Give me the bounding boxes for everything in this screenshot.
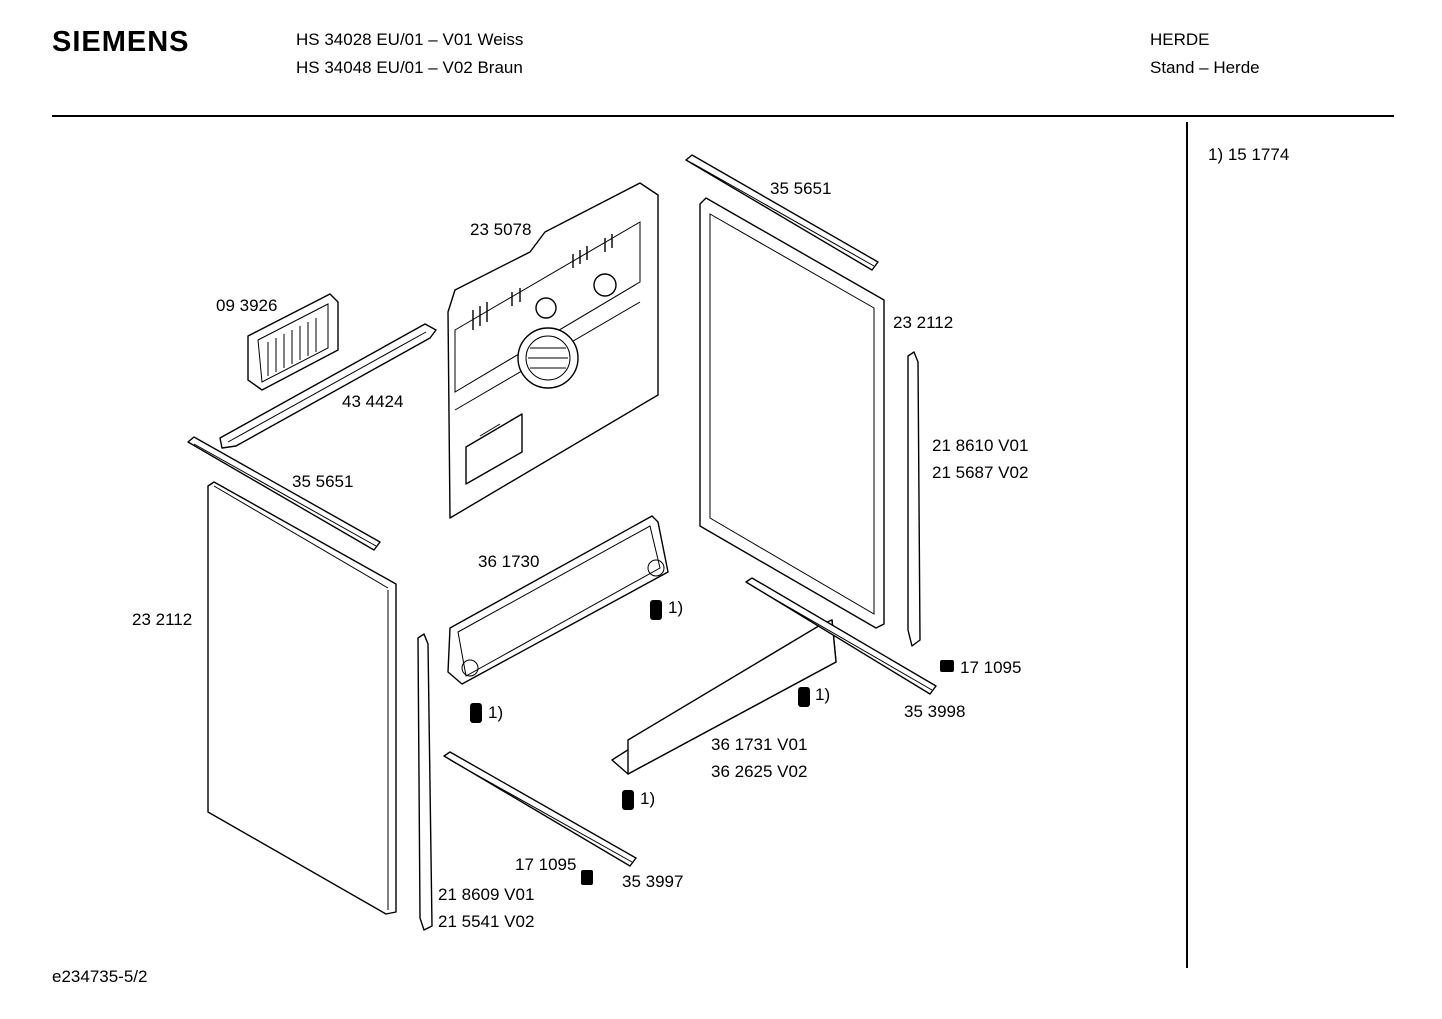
label-grille: 09 3926	[216, 296, 278, 315]
footnote: 1) 15 1774	[1208, 145, 1290, 164]
foot-screw-1	[650, 600, 662, 620]
label-base-rail-right: 35 3998	[904, 702, 966, 721]
drawing-number: e234735-5/2	[52, 967, 148, 986]
side-panel-right-part	[699, 197, 885, 629]
top-rail-right-part	[685, 154, 879, 271]
label-rear-base: 36 1730	[478, 552, 540, 571]
rear-wall-part	[447, 182, 659, 519]
label-trim-right-v01: 21 8610 V01	[932, 436, 1029, 455]
model-line-1: HS 34028 EU/01 – V01 Weiss	[296, 30, 524, 49]
clip-right-part	[940, 660, 954, 672]
label-front-base-v01: 36 1731 V01	[711, 735, 808, 754]
label-top-rail-left: 35 5651	[292, 472, 354, 491]
base-rail-left-part	[443, 751, 637, 867]
foot-screw-2	[470, 703, 482, 723]
foot-screw-4	[622, 790, 634, 810]
label-clip-left: 17 1095	[515, 855, 577, 874]
label-rear-wall: 23 5078	[470, 220, 532, 239]
foot-screw-3	[798, 687, 810, 707]
header-divider	[52, 115, 1394, 117]
brand-logo: SIEMENS	[52, 26, 190, 58]
trim-left-part	[417, 633, 433, 931]
label-foot-ref-3: 1)	[815, 685, 831, 704]
front-base-part	[611, 619, 837, 775]
rear-base-part	[447, 515, 669, 685]
subcategory: Stand – Herde	[1150, 58, 1260, 77]
model-line-2: HS 34048 EU/01 – V02 Braun	[296, 58, 523, 77]
label-foot-ref-4: 1)	[640, 789, 656, 808]
label-foot-ref-2: 1)	[488, 703, 504, 722]
label-side-panel-right: 23 2112	[893, 313, 954, 332]
category: HERDE	[1150, 30, 1210, 49]
label-trim-right-v02: 21 5687 V02	[932, 463, 1029, 482]
label-front-base-v02: 36 2625 V02	[711, 762, 808, 781]
label-brace: 43 4424	[342, 392, 404, 411]
base-rail-right-part	[745, 577, 937, 695]
label-foot-ref-1: 1)	[668, 598, 684, 617]
label-trim-left-v02: 21 5541 V02	[438, 912, 535, 931]
label-side-panel-left: 23 2112	[132, 610, 193, 629]
label-trim-left-v01: 21 8609 V01	[438, 885, 535, 904]
trim-right-part	[907, 351, 921, 647]
label-base-rail-left: 35 3997	[622, 872, 684, 891]
sidebar-divider	[1186, 122, 1188, 968]
clip-left-part	[581, 870, 593, 885]
label-top-rail-right: 35 5651	[770, 179, 832, 198]
label-clip-right: 17 1095	[960, 658, 1022, 677]
top-rail-left-part	[187, 436, 381, 551]
brace-part	[219, 323, 437, 449]
side-panel-left-part	[207, 481, 397, 915]
grille-part	[247, 293, 339, 391]
